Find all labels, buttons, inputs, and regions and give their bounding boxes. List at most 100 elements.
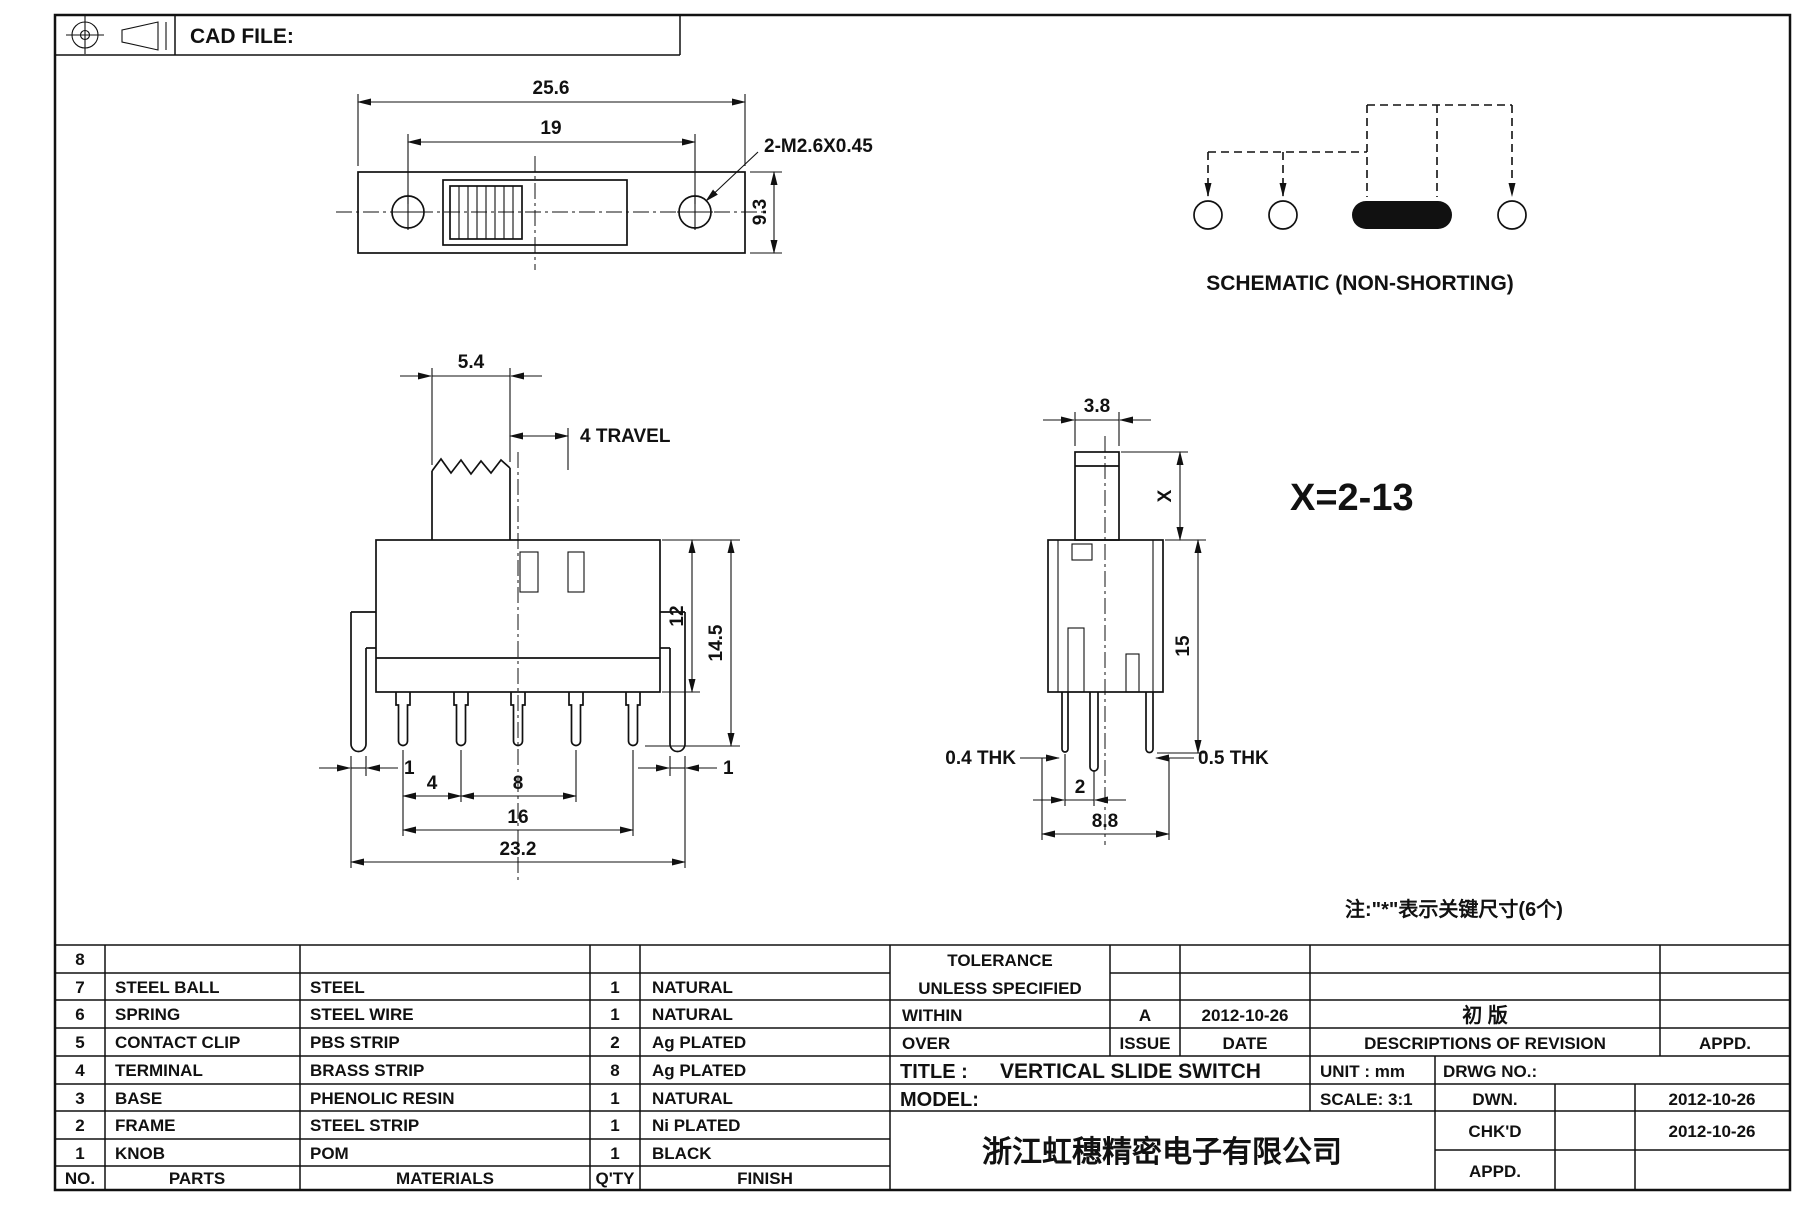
row-materials: STEEL [310,978,365,997]
terminal-circle-1 [1193,200,1223,230]
row-parts: FRAME [115,1116,175,1135]
date-label: DATE [1222,1034,1267,1053]
table-header-row: NO. PARTS MATERIALS Q'TY FINISH [65,1169,793,1188]
header-finish: FINISH [737,1169,793,1188]
tolerance-label: TOLERANCE [947,951,1052,970]
row-materials: PBS STRIP [310,1033,400,1052]
table-row: 6 SPRING STEEL WIRE 1 NATURAL [75,1005,733,1024]
row-finish: NATURAL [652,978,733,997]
appd-column-label: APPD. [1699,1034,1751,1053]
row-materials: BRASS STRIP [310,1061,424,1080]
row-finish: NATURAL [652,1089,733,1108]
header-qty: Q'TY [596,1169,636,1188]
title-block-grid [55,944,1790,1190]
truncated-cone-icon [121,21,167,51]
dim-travel: 4 TRAVEL [580,426,671,447]
revision-date-value: 2012-10-26 [1202,1006,1289,1025]
row-qty: 1 [610,1144,619,1163]
row-qty: 1 [610,1089,619,1108]
row-finish: Ni PLATED [652,1116,740,1135]
title-label: TITLE : [900,1061,968,1083]
row-materials: PHENOLIC RESIN [310,1089,455,1108]
chkd-label: CHK'D [1468,1122,1521,1141]
dim-pin-pitch-b: 8 [513,773,524,794]
row-finish: Ag PLATED [652,1033,746,1052]
row-no: 7 [75,978,84,997]
slider-contact [1352,201,1452,229]
switch-body [375,539,661,693]
row-no: 6 [75,1005,84,1024]
projection-symbols [66,16,167,54]
schematic-label: SCHEMATIC (NON-SHORTING) [1206,272,1514,295]
scale-label: SCALE: 3:1 [1320,1090,1413,1109]
row-no: 4 [75,1061,85,1080]
over-label: OVER [902,1034,950,1053]
schematic-view: SCHEMATIC (NON-SHORTING) [1193,104,1527,295]
row-qty: 1 [610,1005,619,1024]
dwn-date: 2012-10-26 [1669,1090,1756,1109]
unit-label: UNIT : mm [1320,1062,1405,1081]
dim-knob-height: X [1155,489,1176,502]
dim-total-height: 14.5 [706,624,727,661]
row-materials: STEEL STRIP [310,1116,419,1135]
dim-leg-right: 1 [723,758,734,779]
row-finish: Ag PLATED [652,1061,746,1080]
within-label: WITHIN [902,1006,962,1025]
header-parts: PARTS [169,1169,225,1188]
dim-depth: 8.8 [1092,811,1118,832]
model-label: MODEL: [900,1089,979,1111]
dim-side-height: 15 [1173,635,1194,657]
mounting-legs [350,611,686,753]
row-no: 8 [75,950,84,969]
knob-height-range: X=2-13 [1290,477,1414,519]
header-materials: MATERIALS [396,1169,494,1188]
row-parts: SPRING [115,1005,180,1024]
dim-pin-pitch-a: 4 [427,773,438,794]
appd-label: APPD. [1469,1162,1521,1181]
row-parts: STEEL BALL [115,978,220,997]
row-finish: NATURAL [652,1005,733,1024]
header-no: NO. [65,1169,95,1188]
dim-thk-left: 0.4 THK [945,748,1016,769]
dim-top-height: 9.3 [750,199,771,225]
dim-hole-pitch: 19 [540,118,561,139]
chkd-date: 2012-10-26 [1669,1122,1756,1141]
row-qty: 1 [610,1116,619,1135]
table-row: 3 BASE PHENOLIC RESIN 1 NATURAL [75,1089,733,1108]
drwg-no-label: DRWG NO.: [1443,1062,1537,1081]
dim-total-width: 23.2 [500,839,537,860]
knob-slot [442,179,628,246]
row-no: 1 [75,1144,84,1163]
first-angle-projection-icon [66,16,104,54]
dim-leg-left: 1 [404,758,415,779]
row-qty: 1 [610,978,619,997]
row-parts: CONTACT CLIP [115,1033,240,1052]
key-dimension-note: 注:"*"表示关键尺寸(6个) [1345,897,1563,921]
thread-callout: 2-M2.6X0.45 [764,136,873,157]
table-row: 1 KNOB POM 1 BLACK [75,1144,712,1163]
parts-table: 8 7 STEEL BALL STEEL 1 NATURAL 6 SPRING … [65,950,793,1188]
dim-thk-right: 0.5 THK [1198,748,1269,769]
row-no: 2 [75,1116,84,1135]
row-no: 3 [75,1089,84,1108]
table-row: 5 CONTACT CLIP PBS STRIP 2 Ag PLATED [75,1033,746,1052]
dim-pin-offset: 2 [1075,777,1086,798]
sheet-frame [53,13,1792,1192]
dim-pin-span: 16 [507,807,528,828]
title-value: VERTICAL SLIDE SWITCH [1000,1060,1261,1083]
unless-specified-label: UNLESS SPECIFIED [918,979,1081,998]
issue-value: A [1139,1006,1151,1025]
dwn-label: DWN. [1472,1090,1517,1109]
front-view: 5.4 4 TRAVEL 12 14.5 1 1 4 8 [319,352,740,880]
side-body [1047,539,1164,693]
knob-serrations [458,186,514,239]
dim-knob-width: 5.4 [458,352,485,373]
row-finish: BLACK [652,1144,712,1163]
schematic-links [1204,104,1516,197]
title-block: TOLERANCE UNLESS SPECIFIED WITHIN OVER A… [900,951,1755,1181]
row-materials: POM [310,1144,349,1163]
issue-label: ISSUE [1119,1034,1170,1053]
dim-knob-thickness: 3.8 [1084,396,1110,417]
row-no: 5 [75,1033,84,1052]
